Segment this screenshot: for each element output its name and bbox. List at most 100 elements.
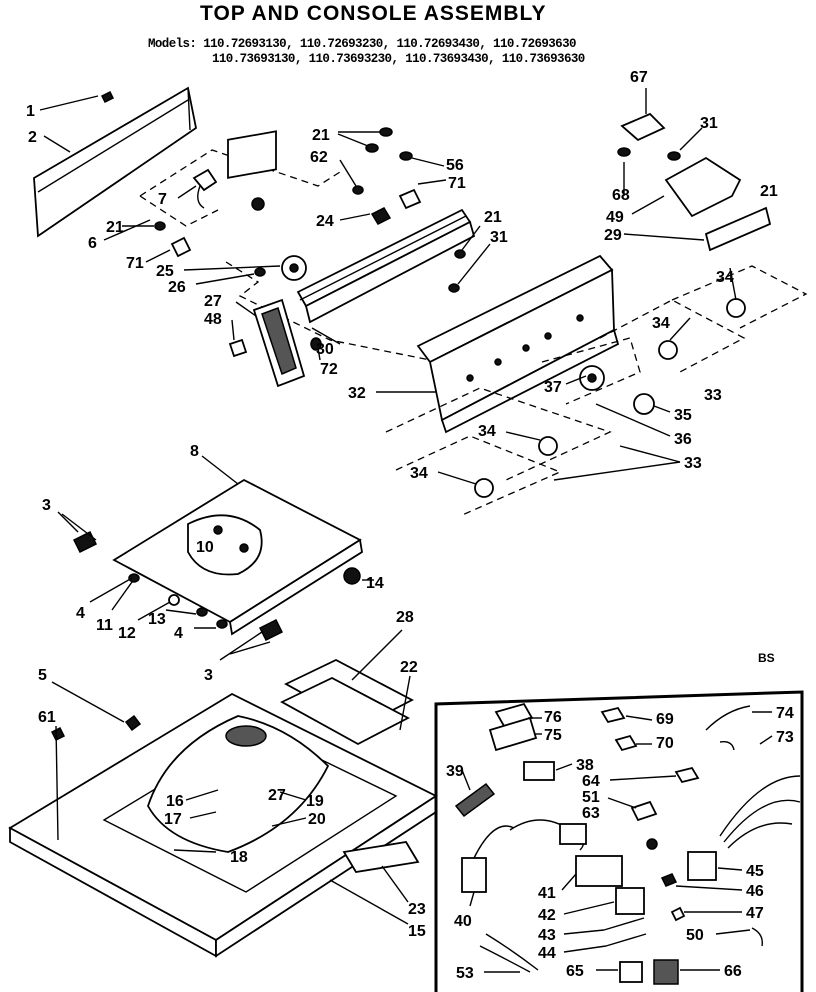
label-34-a: 34 — [716, 269, 734, 286]
label-23: 23 — [408, 901, 426, 918]
screw-1 — [100, 90, 115, 104]
label-48: 48 — [204, 311, 222, 328]
inset-parts-box — [434, 690, 804, 992]
label-15: 15 — [408, 923, 426, 940]
knobs-34 — [474, 298, 746, 498]
screws-21-31-mid — [448, 249, 466, 293]
hinges-3 — [72, 530, 284, 642]
label-50: 50 — [686, 927, 704, 944]
label-14: 14 — [366, 575, 384, 592]
knob-36-37 — [579, 365, 605, 391]
label-61: 61 — [38, 709, 56, 726]
label-76: 76 — [544, 709, 562, 726]
small-parts-11-13 — [128, 573, 228, 629]
plate-29 — [704, 206, 772, 252]
label-42: 42 — [538, 907, 556, 924]
label-74: 74 — [776, 705, 794, 722]
switch-7 — [192, 168, 218, 209]
screw-31-top — [667, 151, 681, 161]
label-3-top: 3 — [42, 497, 51, 514]
bumper-14 — [343, 567, 361, 585]
label-64: 64 — [582, 773, 600, 790]
label-56: 56 — [446, 157, 464, 174]
bracket-27 — [252, 298, 306, 388]
label-33-a: 33 — [704, 387, 722, 404]
label-26: 26 — [168, 279, 186, 296]
label-71-right: 71 — [448, 175, 466, 192]
label-65: 65 — [566, 963, 584, 980]
leader-lines — [39, 88, 773, 973]
switch-assembly-28 — [280, 658, 414, 746]
label-17: 17 — [164, 811, 182, 828]
label-19: 19 — [306, 793, 324, 810]
label-28: 28 — [396, 609, 414, 626]
label-4-right: 4 — [174, 625, 183, 642]
screw-21-left — [154, 221, 166, 231]
diagram-title: TOP AND CONSOLE ASSEMBLY — [200, 2, 547, 25]
label-27: 27 — [204, 293, 222, 310]
label-46: 46 — [746, 883, 764, 900]
switch-24 — [370, 207, 392, 225]
label-2: 2 — [28, 129, 37, 146]
label-71-left: 71 — [126, 255, 144, 272]
control-rail-30 — [296, 208, 476, 324]
label-1: 1 — [26, 103, 35, 120]
label-25: 25 — [156, 263, 174, 280]
label-32: 32 — [348, 385, 366, 402]
label-22: 22 — [400, 659, 418, 676]
label-29: 29 — [604, 227, 622, 244]
label-34-d: 34 — [410, 465, 428, 482]
screw-62 — [352, 185, 364, 195]
label-49: 49 — [606, 209, 624, 226]
label-21-mid: 21 — [484, 209, 502, 226]
label-39: 39 — [446, 763, 464, 780]
label-73: 73 — [776, 729, 794, 746]
label-70: 70 — [656, 735, 674, 752]
label-3-bottom: 3 — [204, 667, 213, 684]
label-51: 51 — [582, 789, 600, 806]
label-10: 10 — [196, 539, 214, 556]
timer-motor — [227, 130, 277, 211]
label-31-top: 31 — [700, 115, 718, 132]
label-21-right: 21 — [760, 183, 778, 200]
label-72: 72 — [320, 361, 338, 378]
label-62: 62 — [310, 149, 328, 166]
hinge-bracket-23 — [342, 841, 420, 873]
callout-labels: 1 2 67 31 21 62 56 71 7 68 21 49 24 21 6… — [26, 69, 794, 982]
label-66: 66 — [724, 963, 742, 980]
screw-72 — [310, 337, 322, 351]
label-47: 47 — [746, 905, 764, 922]
bracket-49 — [664, 156, 742, 218]
label-16: 16 — [166, 793, 184, 810]
switch-67 — [620, 112, 666, 142]
label-37: 37 — [544, 379, 562, 396]
label-75: 75 — [544, 727, 562, 744]
label-34-c: 34 — [478, 423, 496, 440]
label-21-top: 21 — [312, 127, 330, 144]
back-panel — [33, 86, 197, 238]
label-11: 11 — [96, 617, 113, 634]
label-33-b: 33 — [684, 455, 702, 472]
dashed-outline-right — [385, 265, 808, 517]
label-8: 8 — [190, 443, 199, 460]
bracket-71-left — [170, 236, 192, 258]
screw-5 — [124, 714, 142, 732]
label-30: 30 — [316, 341, 334, 358]
label-35: 35 — [674, 407, 692, 424]
label-7: 7 — [158, 191, 167, 208]
label-36: 36 — [674, 431, 692, 448]
label-45: 45 — [746, 863, 764, 880]
label-44: 44 — [538, 945, 556, 962]
clip-48 — [228, 338, 248, 358]
label-27-top: 27 — [268, 787, 286, 804]
label-41: 41 — [538, 885, 556, 902]
label-69: 69 — [656, 711, 674, 728]
label-34-b: 34 — [652, 315, 670, 332]
console-panel-32 — [416, 254, 620, 434]
label-31-mid: 31 — [490, 229, 508, 246]
label-12: 12 — [118, 625, 136, 642]
label-67: 67 — [630, 69, 648, 86]
label-63: 63 — [582, 805, 600, 822]
models-line-1: Models: 110.72693130, 110.72693230, 110.… — [148, 37, 576, 51]
label-13: 13 — [148, 611, 166, 628]
